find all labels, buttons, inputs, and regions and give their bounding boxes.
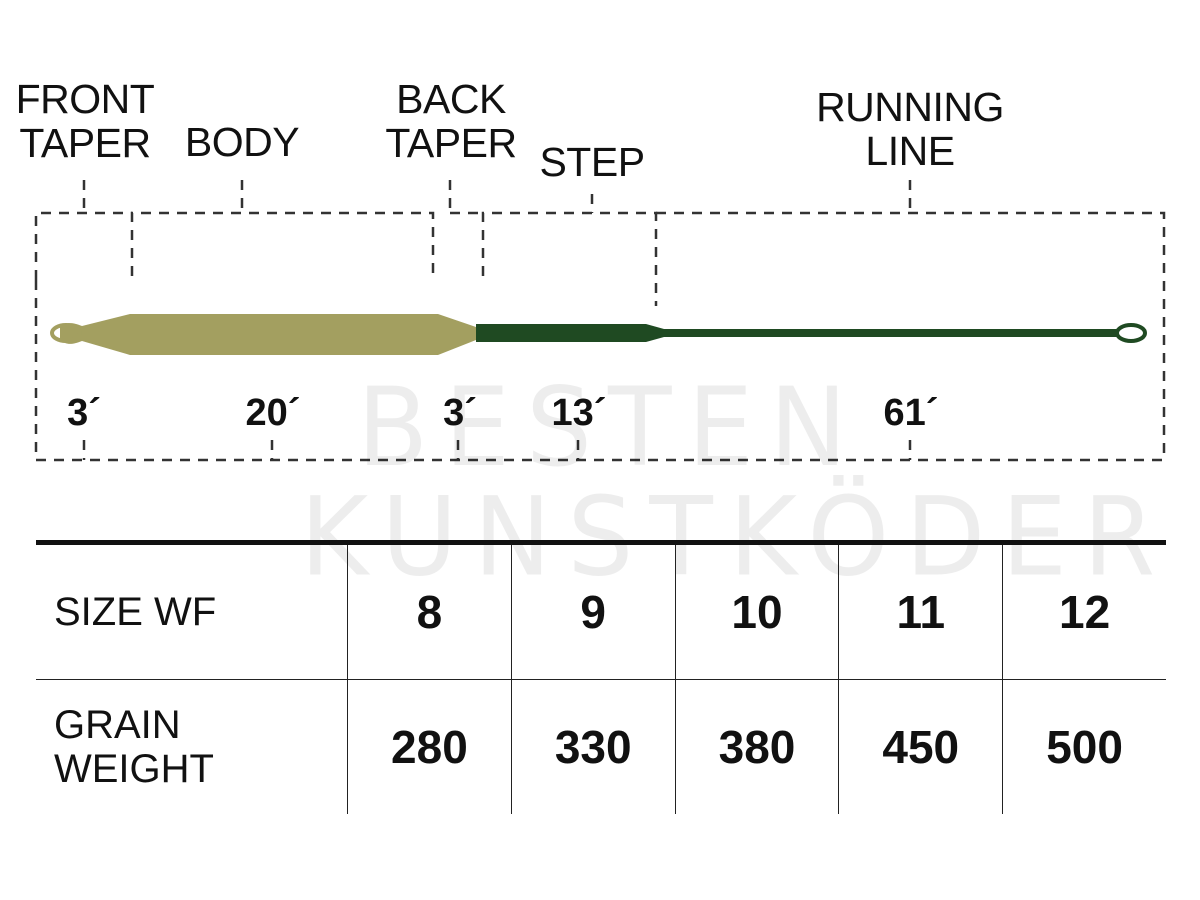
front-taper-length: 3´ [67, 392, 101, 434]
fly-line [50, 314, 1147, 355]
rear-loop [1115, 323, 1147, 343]
spec-table: SIZE WF 8 9 10 11 12 GRAIN WEIGHT 280 33… [36, 540, 1166, 814]
size-cell: 8 [347, 540, 512, 680]
front-taper-bracket [34, 211, 132, 280]
size-cell: 11 [838, 540, 1003, 680]
running-section [476, 324, 1118, 342]
fly-line-taper-diagram [34, 180, 1166, 462]
head-section [60, 314, 476, 355]
running-line-bracket [656, 211, 1166, 460]
size-cell: 10 [674, 540, 839, 680]
front-taper-label: FRONT TAPER [15, 76, 155, 166]
weight-cell: 380 [674, 679, 839, 814]
grain-weight-row-header: GRAIN WEIGHT [54, 703, 214, 791]
size-row-header: SIZE WF [36, 540, 348, 680]
running-line-label: RUNNING LINE [816, 84, 1004, 174]
front-loop [50, 323, 82, 343]
body-bracket [130, 211, 435, 276]
weight-cell: 330 [510, 679, 676, 814]
size-cell: 12 [1002, 540, 1166, 680]
segment-brackets [34, 180, 1166, 462]
step-length: 13´ [551, 392, 607, 434]
weight-cell: 450 [838, 679, 1003, 814]
back-taper-label: BACK TAPER [385, 76, 517, 166]
weight-cell: 280 [347, 679, 512, 814]
size-row: SIZE WF 8 9 10 11 12 [36, 540, 1166, 680]
body-label: BODY [184, 119, 300, 165]
step-bracket [481, 211, 658, 306]
body-length: 20´ [245, 392, 301, 434]
size-cell: 9 [510, 540, 676, 680]
back-taper-length: 3´ [443, 392, 477, 434]
step-label: STEP [539, 139, 645, 185]
running-line-length: 61´ [883, 392, 939, 434]
weight-cell: 500 [1002, 679, 1166, 814]
grain-weight-row: GRAIN WEIGHT 280 330 380 450 500 [36, 679, 1166, 814]
